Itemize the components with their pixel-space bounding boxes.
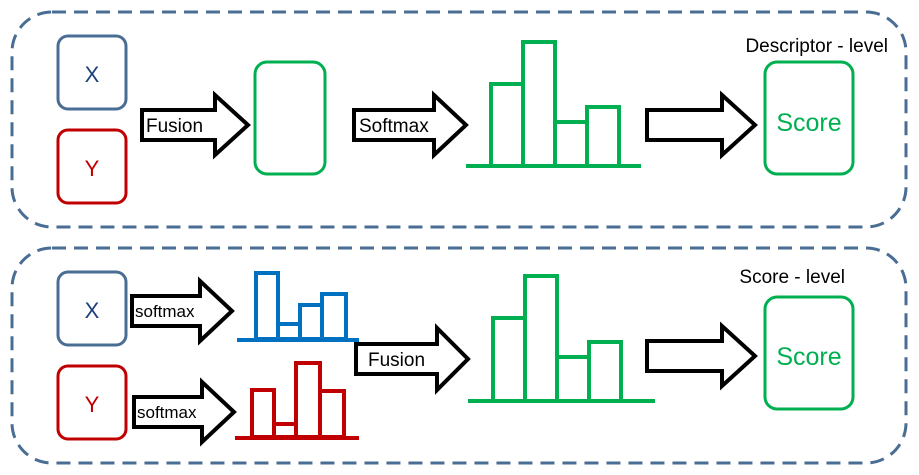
fusion-arrow-label: Fusion xyxy=(368,350,425,371)
histogram-bar xyxy=(587,340,623,403)
histogram-bar xyxy=(585,105,621,168)
score-level-title: Score - level xyxy=(739,267,845,288)
softmax-y-arrow-icon xyxy=(132,377,237,447)
score-box xyxy=(763,295,855,411)
input-x-label: X xyxy=(85,62,100,87)
input-y-box xyxy=(56,364,128,441)
y-histogram-icon xyxy=(235,361,359,440)
histogram-bar xyxy=(254,271,280,341)
histogram-bar xyxy=(294,361,322,439)
histogram-bar xyxy=(298,303,324,341)
descriptor-level-panel xyxy=(10,10,908,229)
softmax-x-label: softmax xyxy=(135,302,195,321)
input-y-box xyxy=(56,128,128,205)
histogram-bar xyxy=(489,82,525,168)
softmax-arrow-icon xyxy=(352,90,469,160)
input-x-label: X xyxy=(85,298,100,323)
fused-score-histogram-icon xyxy=(468,274,655,403)
fusion-arrow-icon xyxy=(354,323,471,395)
histogram-bar xyxy=(318,389,346,439)
output-arrow-icon xyxy=(645,321,758,391)
fused-histogram-icon xyxy=(466,40,641,168)
histogram-bar xyxy=(523,274,559,403)
histogram-bar xyxy=(553,120,589,168)
fusion-arrow-icon xyxy=(140,90,251,160)
input-y-label: Y xyxy=(85,392,100,417)
histogram-bar xyxy=(250,388,276,439)
input-x-box xyxy=(56,34,128,111)
fused-descriptor-box xyxy=(253,60,327,176)
histogram-bar xyxy=(555,355,591,403)
softmax-x-arrow-icon xyxy=(130,276,235,346)
softmax-y-label: softmax xyxy=(137,403,197,422)
score-box xyxy=(763,60,855,176)
score-label: Score xyxy=(776,109,841,137)
histogram-bar xyxy=(276,322,302,341)
histogram-bar xyxy=(521,40,557,168)
input-y-label: Y xyxy=(85,156,100,181)
score-label: Score xyxy=(776,343,841,371)
fusion-arrow-label: Fusion xyxy=(146,116,203,137)
output-arrow-icon xyxy=(645,90,758,160)
softmax-arrow-label: Softmax xyxy=(359,116,429,137)
x-histogram-icon xyxy=(237,271,359,342)
histogram-bar xyxy=(491,316,527,403)
score-level-panel xyxy=(10,246,908,465)
input-x-box xyxy=(56,270,128,347)
histogram-bar xyxy=(272,422,298,439)
descriptor-level-title: Descriptor - level xyxy=(745,36,888,57)
histogram-bar xyxy=(320,292,348,341)
